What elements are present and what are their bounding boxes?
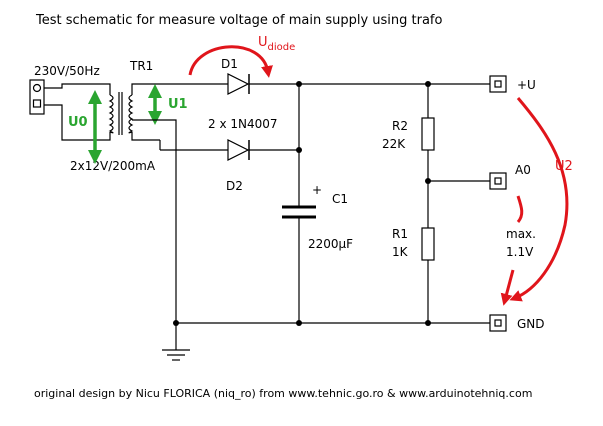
junction-dots	[173, 81, 431, 326]
udiode-label: Udiode	[258, 35, 295, 53]
r1-value: 1K	[392, 245, 409, 259]
gnd-label: GND	[517, 317, 545, 331]
max-value: 1.1V	[506, 245, 534, 259]
u1-label: U1	[168, 97, 188, 112]
terminal-a0	[489, 172, 507, 190]
a0-gnd-arrow-tail	[500, 269, 515, 306]
transformer-tr1	[108, 83, 160, 141]
diodes-type: 2 x 1N4007	[208, 117, 278, 131]
ground-symbol	[162, 349, 190, 361]
udiode-arrow	[188, 45, 273, 78]
mains-label: 230V/50Hz	[34, 64, 100, 78]
schematic-title: Test schematic for measure voltage of ma…	[35, 13, 443, 28]
terminal-plus-u	[489, 75, 507, 93]
u2-label: U2	[555, 159, 573, 174]
u0-label: U0	[68, 115, 88, 130]
c1-value: 2200µF	[308, 237, 353, 251]
a0-label: A0	[515, 163, 531, 177]
u2-arrow	[509, 97, 569, 302]
d1-label: D1	[221, 57, 238, 71]
mains-connector	[29, 79, 45, 115]
capacitor-c1	[282, 84, 316, 323]
resistor-divider	[421, 84, 490, 323]
d2-label: D2	[226, 179, 243, 193]
r2-label: R2	[392, 119, 408, 133]
primary-wiring	[44, 83, 111, 141]
diode-d2	[159, 139, 299, 161]
plus-u-label: +U	[517, 78, 536, 92]
diode-d1	[160, 73, 490, 95]
max-label: max.	[506, 227, 536, 241]
a0-gnd-arrow	[516, 195, 524, 223]
center-tap-wire	[132, 119, 177, 350]
c1-plus: +	[312, 183, 322, 197]
r2-value: 22K	[382, 137, 406, 151]
c1-label: C1	[332, 192, 348, 206]
footer-credit: original design by Nicu FLORICA (niq_ro)…	[34, 387, 532, 400]
transformer-label: TR1	[129, 59, 153, 73]
terminal-gnd	[489, 314, 507, 332]
r1-label: R1	[392, 227, 408, 241]
transformer-rating: 2x12V/200mA	[70, 159, 156, 173]
